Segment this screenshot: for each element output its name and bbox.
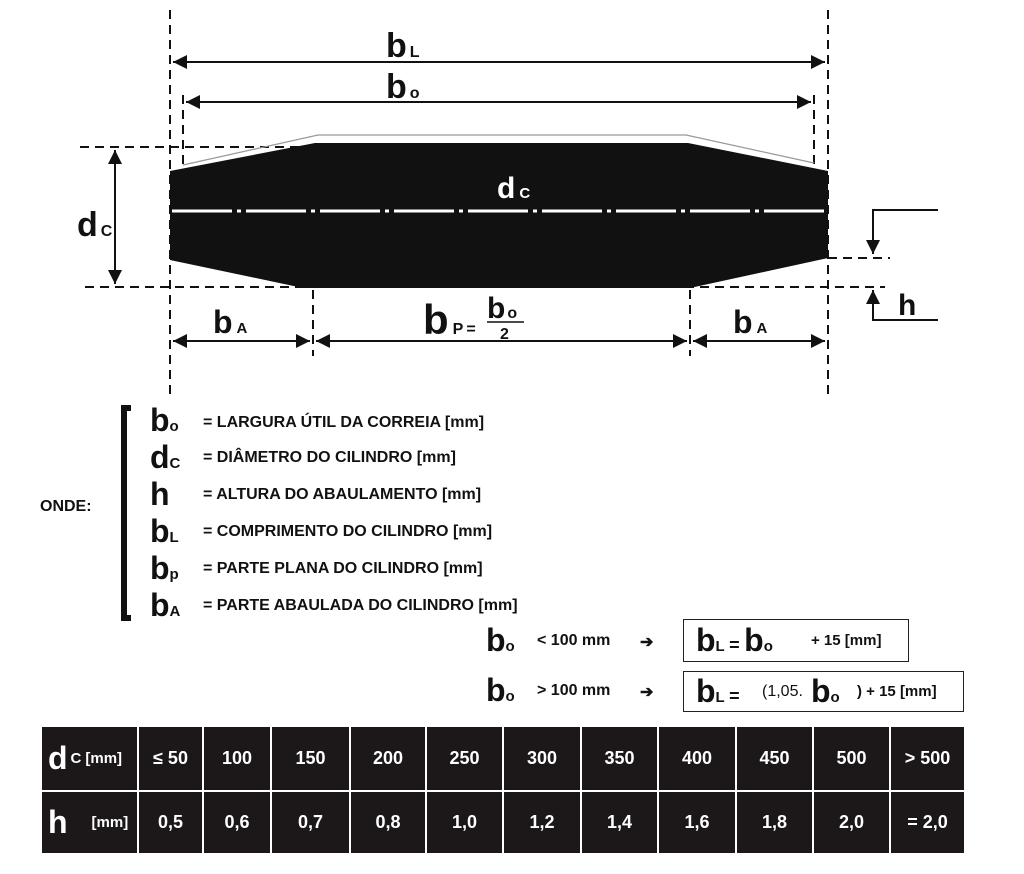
- condition: > 100 mm: [537, 682, 611, 699]
- symbol-sub: L: [169, 529, 179, 546]
- symbol: b: [744, 622, 764, 658]
- dc-value-cell: 500: [814, 727, 889, 790]
- symbol: b: [696, 622, 716, 658]
- formula-tail: + 15 [mm]: [811, 632, 882, 649]
- h-value-cell: 1,8: [737, 792, 812, 853]
- symbol: b: [486, 622, 506, 658]
- legend-item: h = ALTURA DO ABAULAMENTO [mm]: [150, 476, 481, 512]
- h-value-cell: 2,0: [814, 792, 889, 853]
- symbol: d: [150, 439, 170, 475]
- formula-box: bL = (1,05. bo ) + 15 [mm]: [683, 671, 964, 712]
- h-value-cell: 0,6: [204, 792, 270, 853]
- arrow-icon: ➔: [640, 684, 654, 701]
- symbol: b: [150, 402, 170, 438]
- equals: =: [729, 686, 740, 706]
- dc-value-cell: 150: [272, 727, 349, 790]
- label-h: h: [898, 289, 916, 322]
- equals: =: [729, 635, 740, 655]
- symbol: b: [150, 587, 170, 623]
- dimension-guides: [80, 10, 890, 395]
- legend-item: bL = COMPRIMENTO DO CILINDRO [mm]: [150, 513, 492, 549]
- symbol: b: [811, 673, 831, 709]
- symbol-sub: p: [169, 566, 179, 583]
- symbol-sub: L: [715, 638, 725, 655]
- legend-item: bo = LARGURA ÚTIL DA CORREIA [mm]: [150, 402, 484, 438]
- symbol-sub: o: [505, 688, 515, 705]
- symbol-sub: C: [169, 455, 181, 472]
- h-value-cell: 1,6: [659, 792, 735, 853]
- legend-item: dC = DIÂMETRO DO CILINDRO [mm]: [150, 439, 456, 475]
- h-value-cell: 1,0: [427, 792, 502, 853]
- symbol-sub: o: [169, 418, 179, 435]
- legend-item: bp = PARTE PLANA DO CILINDRO [mm]: [150, 550, 483, 586]
- symbol-sub: A: [169, 603, 181, 620]
- symbol-sub: o: [763, 638, 773, 655]
- legend-desc: = COMPRIMENTO DO CILINDRO [mm]: [203, 523, 493, 540]
- dc-value-cell: 400: [659, 727, 735, 790]
- legend-desc: = ALTURA DO ABAULAMENTO [mm]: [203, 486, 482, 503]
- label-bP-denominator: 2: [500, 326, 509, 343]
- arrow-icon: ➔: [640, 634, 654, 651]
- dc-value-cell: 450: [737, 727, 812, 790]
- formula-tail: ) + 15 [mm]: [857, 683, 937, 700]
- formula-coef: (1,05.: [762, 683, 803, 700]
- h-value-cell: 0,8: [351, 792, 425, 853]
- legend-bracket: [121, 405, 131, 621]
- symbol-sub: o: [505, 638, 515, 655]
- symbol: b: [696, 673, 716, 709]
- legend-intro: ONDE:: [40, 498, 92, 515]
- h-value-cell: 0,5: [139, 792, 202, 853]
- dc-value-cell: 350: [582, 727, 657, 790]
- legend-desc: = DIÂMETRO DO CILINDRO [mm]: [203, 449, 456, 466]
- h-value-cell: 1,2: [504, 792, 580, 853]
- symbol: b: [150, 513, 170, 549]
- symbol: h: [150, 476, 170, 512]
- symbol: b: [150, 550, 170, 586]
- h-value-cell: = 2,0: [891, 792, 964, 853]
- formula-box: bL = bo + 15 [mm]: [683, 619, 909, 662]
- legend-desc: = PARTE ABAULADA DO CILINDRO [mm]: [203, 597, 518, 614]
- condition: < 100 mm: [537, 632, 611, 649]
- dc-value-cell: 300: [504, 727, 580, 790]
- pulley-body: [170, 143, 828, 288]
- belt-outline: [182, 134, 815, 166]
- symbol-sub: o: [830, 689, 840, 706]
- dimension-arrows: [108, 55, 938, 348]
- legend-desc: = PARTE PLANA DO CILINDRO [mm]: [203, 560, 483, 577]
- legend-item: bA = PARTE ABAULADA DO CILINDRO [mm]: [150, 587, 518, 623]
- h-value-cell: 1,4: [582, 792, 657, 853]
- legend-desc: = LARGURA ÚTIL DA CORREIA [mm]: [203, 414, 485, 431]
- h-value-cell: 0,7: [272, 792, 349, 853]
- dc-value-cell: 100: [204, 727, 270, 790]
- dc-value-cell: ≤ 50: [139, 727, 202, 790]
- dc-value-cell: 200: [351, 727, 425, 790]
- dc-value-cell: 250: [427, 727, 502, 790]
- dc-value-cell: > 500: [891, 727, 964, 790]
- row-header-h: h[mm]: [42, 792, 137, 853]
- symbol: b: [486, 672, 506, 708]
- symbol-sub: L: [715, 689, 725, 706]
